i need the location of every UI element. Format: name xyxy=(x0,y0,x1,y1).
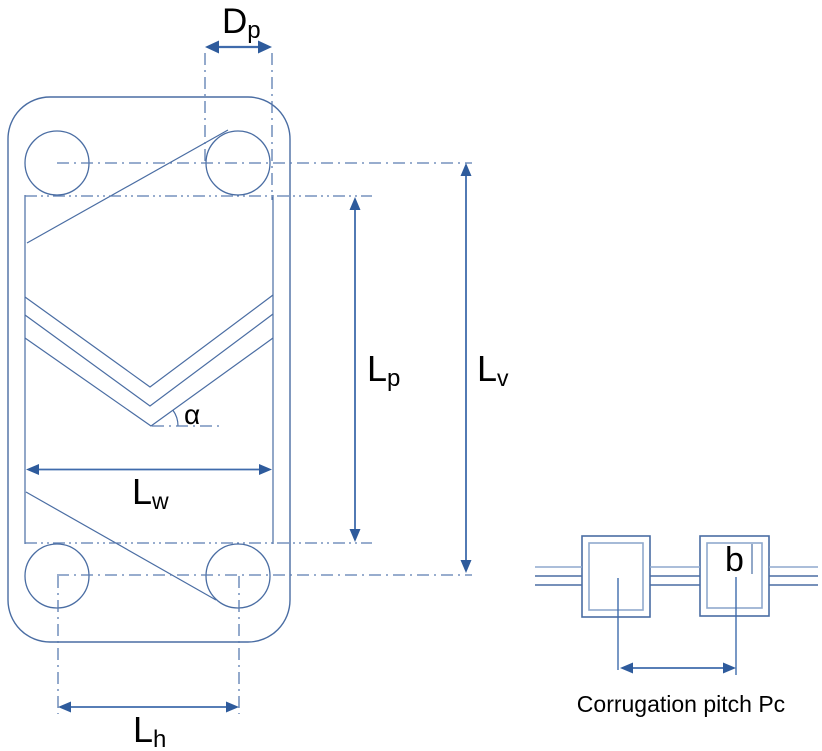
lp-label: Lp xyxy=(367,348,400,392)
centerline-group xyxy=(25,53,472,714)
dp-arrowhead-right xyxy=(258,40,272,54)
lw-label: Lw xyxy=(132,471,169,514)
lh-arrowhead-right xyxy=(226,701,239,713)
port-circle-bottom-left xyxy=(24,543,90,609)
lw-arrowhead-left xyxy=(26,464,39,475)
alpha-arc xyxy=(172,409,179,427)
gap-b-label: b xyxy=(725,541,744,579)
plate-outline xyxy=(7,96,291,643)
arrowheads xyxy=(26,40,736,713)
lw-arrowhead-right xyxy=(259,464,272,475)
primary-linework xyxy=(7,96,818,643)
lv-arrowhead-top xyxy=(460,163,472,176)
dp-arrowhead-left xyxy=(205,40,219,54)
lh-arrowhead-left xyxy=(58,701,71,713)
distribution-diagonal-bottom xyxy=(25,491,217,601)
dimension-lines xyxy=(38,45,737,708)
dp-label: Dp xyxy=(222,2,261,44)
distribution-diagonal-top xyxy=(26,129,229,244)
chevron-line-3 xyxy=(24,337,274,427)
chevron-line-2 xyxy=(24,313,274,407)
chevron-line-1 xyxy=(24,294,274,388)
lv-label: Lv xyxy=(477,348,509,391)
pc-arrowhead-right xyxy=(723,662,736,674)
labels: Dp Lp Lv Lw Lh α b Corrugation pitch Pc xyxy=(132,2,785,751)
light-linework xyxy=(535,542,818,611)
lp-arrowhead-bottom xyxy=(349,529,361,542)
corrugation-bump-1-outer xyxy=(581,535,651,618)
port-circle-bottom-right xyxy=(205,543,271,609)
alpha-label: α xyxy=(184,399,200,430)
lp-arrowhead-top xyxy=(349,197,361,210)
corrugation-bump-1-inner xyxy=(588,542,644,611)
corrugation-bump-2-inner xyxy=(706,542,763,609)
corrugation-pitch-label: Corrugation pitch Pc xyxy=(577,691,785,717)
lh-label: Lh xyxy=(133,709,166,751)
lv-arrowhead-bottom xyxy=(460,560,472,573)
pc-arrowhead-left xyxy=(620,662,633,674)
